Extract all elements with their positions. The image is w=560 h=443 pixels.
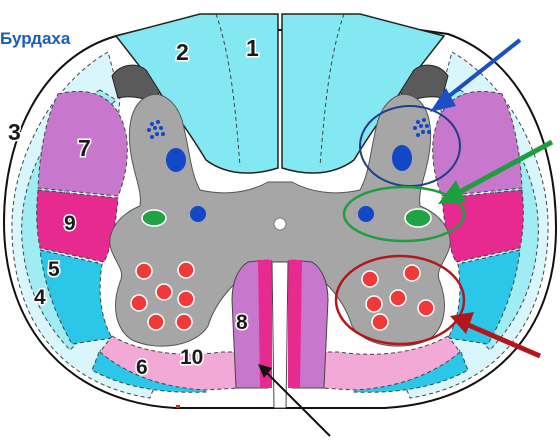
- label-9: 9: [64, 212, 76, 235]
- anterior-median-fissure: [271, 261, 289, 409]
- label-5: 5: [48, 258, 60, 281]
- ventral-horn-motor-nuclei-left: [130, 261, 195, 331]
- ventral-horn-motor-nuclei-right: [361, 264, 435, 331]
- thoracic-nucleus-left: [166, 148, 186, 172]
- tract-7-left: [37, 90, 128, 197]
- label-4: 4: [34, 286, 46, 309]
- intermediolateral-nucleus-left: [190, 206, 206, 222]
- dorsal-horn-speckles-right: [413, 118, 431, 137]
- label-1: 1: [246, 35, 259, 61]
- fasciculus-gracilis-boundary-left: [215, 13, 241, 167]
- fasciculus-gracilis-boundary-right: [319, 13, 345, 167]
- small-red-mark: [176, 405, 180, 408]
- central-canal: [273, 217, 287, 231]
- arrow-green: [438, 139, 554, 204]
- arrow-blue: [430, 38, 522, 112]
- label-10: 10: [180, 346, 203, 369]
- tract-5-left: [39, 249, 113, 345]
- tract-9-left: [36, 189, 119, 263]
- highlight-circle-red: [334, 254, 466, 346]
- label-3: 3: [8, 119, 21, 145]
- intermediolateral-nucleus-right: [358, 206, 374, 222]
- highlight-circle-green: [342, 185, 466, 243]
- thoracic-nucleus-right: [392, 145, 412, 171]
- label-7: 7: [78, 135, 91, 161]
- label-2: 2: [176, 39, 189, 65]
- tract-8-edge-left: [258, 260, 272, 388]
- label-6: 6: [136, 356, 148, 379]
- label-8: 8: [236, 311, 248, 334]
- dorsal-horn-speckles-left: [147, 120, 165, 139]
- intermediomedial-nucleus-left: [141, 209, 167, 227]
- arrow-black: [258, 364, 331, 437]
- intermediomedial-nucleus-right: [404, 208, 432, 228]
- tract-8-edge-right: [288, 260, 302, 388]
- diagram-title: Бурдаха: [0, 29, 71, 48]
- arrow-red: [450, 312, 541, 359]
